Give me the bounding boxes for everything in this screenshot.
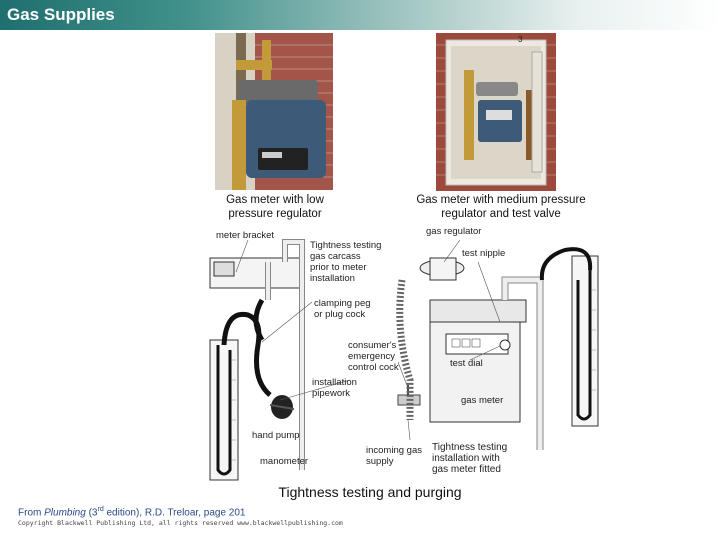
hand-pump-bulb <box>271 395 293 419</box>
label-tightness-carcass: Tightness testing gas carcass prior to m… <box>310 240 382 284</box>
hose-left <box>221 311 272 397</box>
diagram-caption: Tightness testing and purging <box>278 484 462 500</box>
label-incoming-supply: incoming gas supply <box>366 445 422 467</box>
copyright-notice: Copyright Blackwell Publishing Ltd, all … <box>18 519 343 527</box>
source-citation: From Plumbing (3rd edition), R.D. Treloa… <box>18 506 245 518</box>
label-tightness-installation: Tightness testing installation with gas … <box>432 442 508 475</box>
page-title: Gas Supplies <box>7 5 115 24</box>
label-gas-meter: gas meter <box>461 395 504 406</box>
label-meter-bracket: meter bracket <box>216 230 275 241</box>
source-edition-sup: rd <box>97 506 104 513</box>
caption-medium-pressure: Gas meter with medium pressure regulator… <box>416 194 586 220</box>
label-installation-pipework: installation pipework <box>312 377 357 399</box>
source-title: Plumbing <box>44 507 86 519</box>
photo-corner-mark: 3 <box>518 35 523 44</box>
gas-meter-drawing <box>396 257 544 450</box>
label-test-nipple: test nipple <box>462 248 506 259</box>
label-hand-pump: hand pump <box>252 430 300 441</box>
source-rest: edition), R.D. Treloar, page 201 <box>103 507 246 519</box>
manometer-right <box>539 247 599 427</box>
label-gas-regulator: gas regulator <box>426 226 482 237</box>
manometer-left <box>209 339 239 481</box>
source-prefix: From <box>18 507 45 519</box>
label-manometer: manometer <box>260 456 309 467</box>
source-edition-num: (3 <box>85 507 98 519</box>
header-bar: Gas Supplies <box>0 0 720 30</box>
photo-right <box>436 33 556 191</box>
caption-low-pressure: Gas meter with low pressure regulator <box>226 194 324 220</box>
label-clamping-peg: clamping peg or plug cock <box>314 298 371 320</box>
photo-left <box>215 33 333 190</box>
emergency-cock-drawing <box>397 385 421 406</box>
label-emergency-cock: consumer's emergency control cock <box>348 340 399 373</box>
label-test-dial: test dial <box>450 358 483 369</box>
